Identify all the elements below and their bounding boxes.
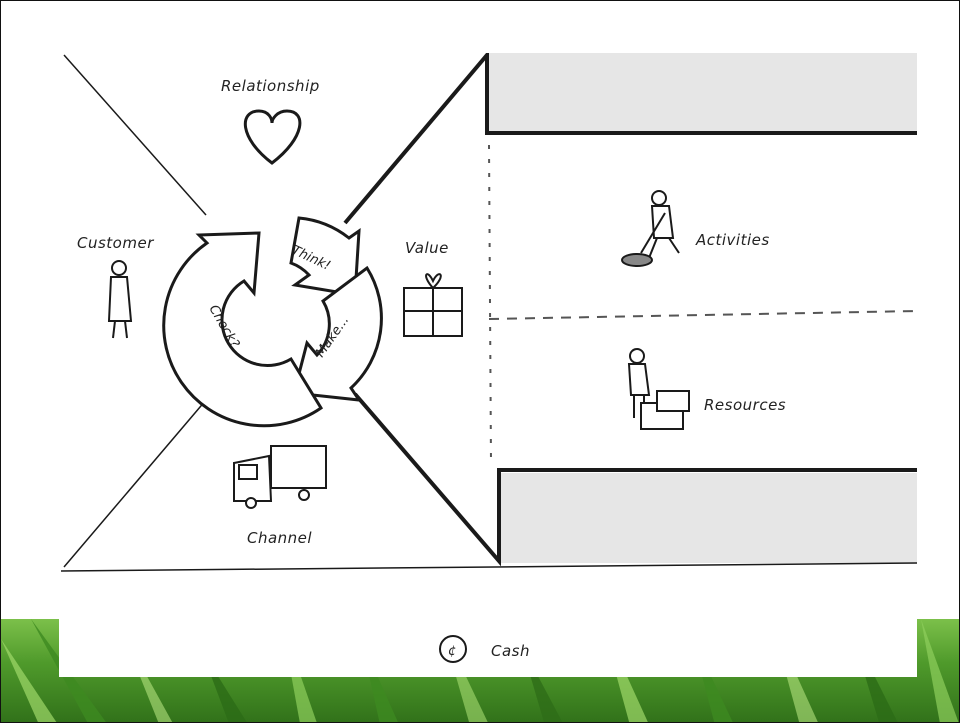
baseline — [61, 563, 917, 571]
dashed-vertical — [489, 145, 491, 463]
diagram-canvas: Think! Make... Check? Relationship Custo… — [59, 53, 917, 677]
worker-digging-icon — [622, 191, 679, 266]
top-shading — [489, 53, 917, 133]
diagonal-bottom-left — [64, 400, 206, 567]
resources-label: Resources — [704, 396, 786, 414]
gift-box-icon — [404, 274, 462, 336]
diagonal-top-left — [64, 55, 206, 215]
dashed-horizontal — [489, 311, 917, 319]
cash-symbol: ¢ — [448, 644, 456, 659]
value-label: Value — [405, 239, 449, 257]
activities-label: Activities — [695, 231, 770, 249]
heart-icon — [245, 111, 300, 163]
person-icon — [109, 261, 131, 338]
worker-with-boxes-icon — [629, 349, 689, 429]
bottom-shading — [499, 473, 917, 563]
customer-label: Customer — [77, 234, 154, 252]
relationship-label: Relationship — [221, 77, 320, 95]
cash-label: Cash — [491, 642, 530, 660]
truck-icon — [234, 446, 326, 508]
channel-label: Channel — [247, 529, 312, 547]
business-model-sketch: Think! Make... Check? Relationship Custo… — [59, 53, 917, 677]
